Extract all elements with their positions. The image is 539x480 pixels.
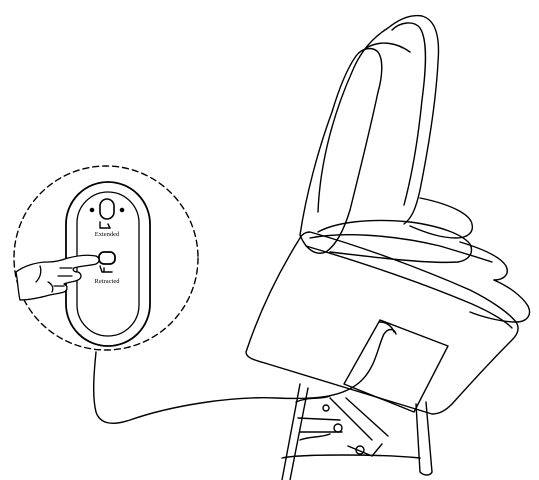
chair-base-panel — [246, 232, 518, 414]
chair-left-armrest — [300, 49, 382, 252]
chair-legrest-3 — [470, 280, 530, 322]
magnifier-circle — [14, 166, 198, 350]
chair-recline-icon — [100, 266, 112, 272]
chair-legrest — [410, 198, 472, 238]
chair-headrest-seam — [366, 43, 410, 52]
extended-label: Extended — [95, 231, 120, 238]
screw-hole-left — [90, 208, 93, 211]
chair-backrest-inner — [392, 23, 426, 205]
extend-button[interactable] — [100, 199, 114, 219]
hand-icon — [16, 255, 99, 300]
retracted-label: Retracted — [95, 278, 121, 285]
hand-palm — [16, 255, 99, 300]
screw-hole-right — [120, 208, 123, 211]
lift-chair — [246, 16, 530, 480]
chair-legrest-2 — [460, 242, 507, 280]
chair-upright-icon — [100, 222, 110, 228]
retract-button[interactable] — [99, 252, 115, 264]
